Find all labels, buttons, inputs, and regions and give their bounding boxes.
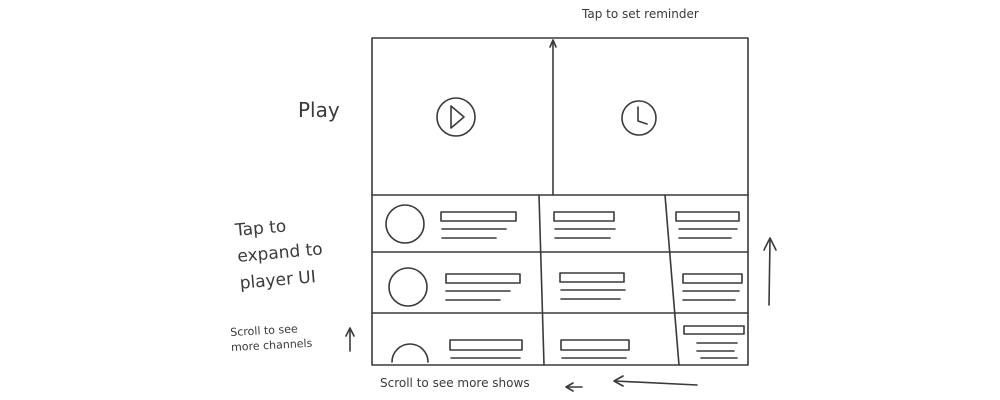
- show-title-box: [675, 211, 740, 222]
- channel-avatar: [388, 267, 428, 307]
- channel-row[interactable]: [391, 325, 745, 363]
- clock-icon[interactable]: [621, 100, 657, 136]
- show-title-box: [560, 339, 630, 351]
- show-detail-lines: [441, 228, 507, 239]
- scroll-shows-arrow-long: [613, 375, 698, 387]
- show-detail-lines: [678, 228, 738, 239]
- show-title-box: [559, 272, 625, 283]
- channel-row[interactable]: [388, 267, 743, 307]
- channel-row[interactable]: [385, 204, 740, 244]
- show-detail-lines: [554, 228, 616, 239]
- scroll-channels-arrow: [345, 327, 355, 352]
- show-title-box: [440, 211, 517, 222]
- channel-avatar: [385, 204, 425, 244]
- reminder-annotation: Tap to set reminder: [582, 7, 699, 21]
- show-detail-lines: [682, 290, 740, 301]
- play-annotation: Play: [298, 98, 340, 122]
- scroll-shows-annotation: Scroll to see more shows: [380, 376, 530, 390]
- show-title-box: [683, 325, 745, 335]
- show-title-box: [682, 273, 743, 284]
- scroll-up-arrow: [763, 237, 777, 306]
- column-divider-2: [664, 194, 680, 366]
- play-icon[interactable]: [436, 97, 476, 137]
- reminder-pointer-arrow: [549, 39, 557, 48]
- scroll-shows-arrow-small: [565, 382, 583, 392]
- show-detail-lines: [560, 289, 626, 300]
- show-title-box: [445, 273, 521, 284]
- frame-outline: [371, 37, 749, 366]
- show-title-box: [449, 339, 523, 351]
- column-divider-1: [538, 194, 545, 366]
- channel-avatar: [391, 343, 429, 363]
- show-detail-lines: [445, 290, 511, 301]
- show-title-box: [553, 211, 615, 222]
- show-detail-lines: [696, 342, 738, 359]
